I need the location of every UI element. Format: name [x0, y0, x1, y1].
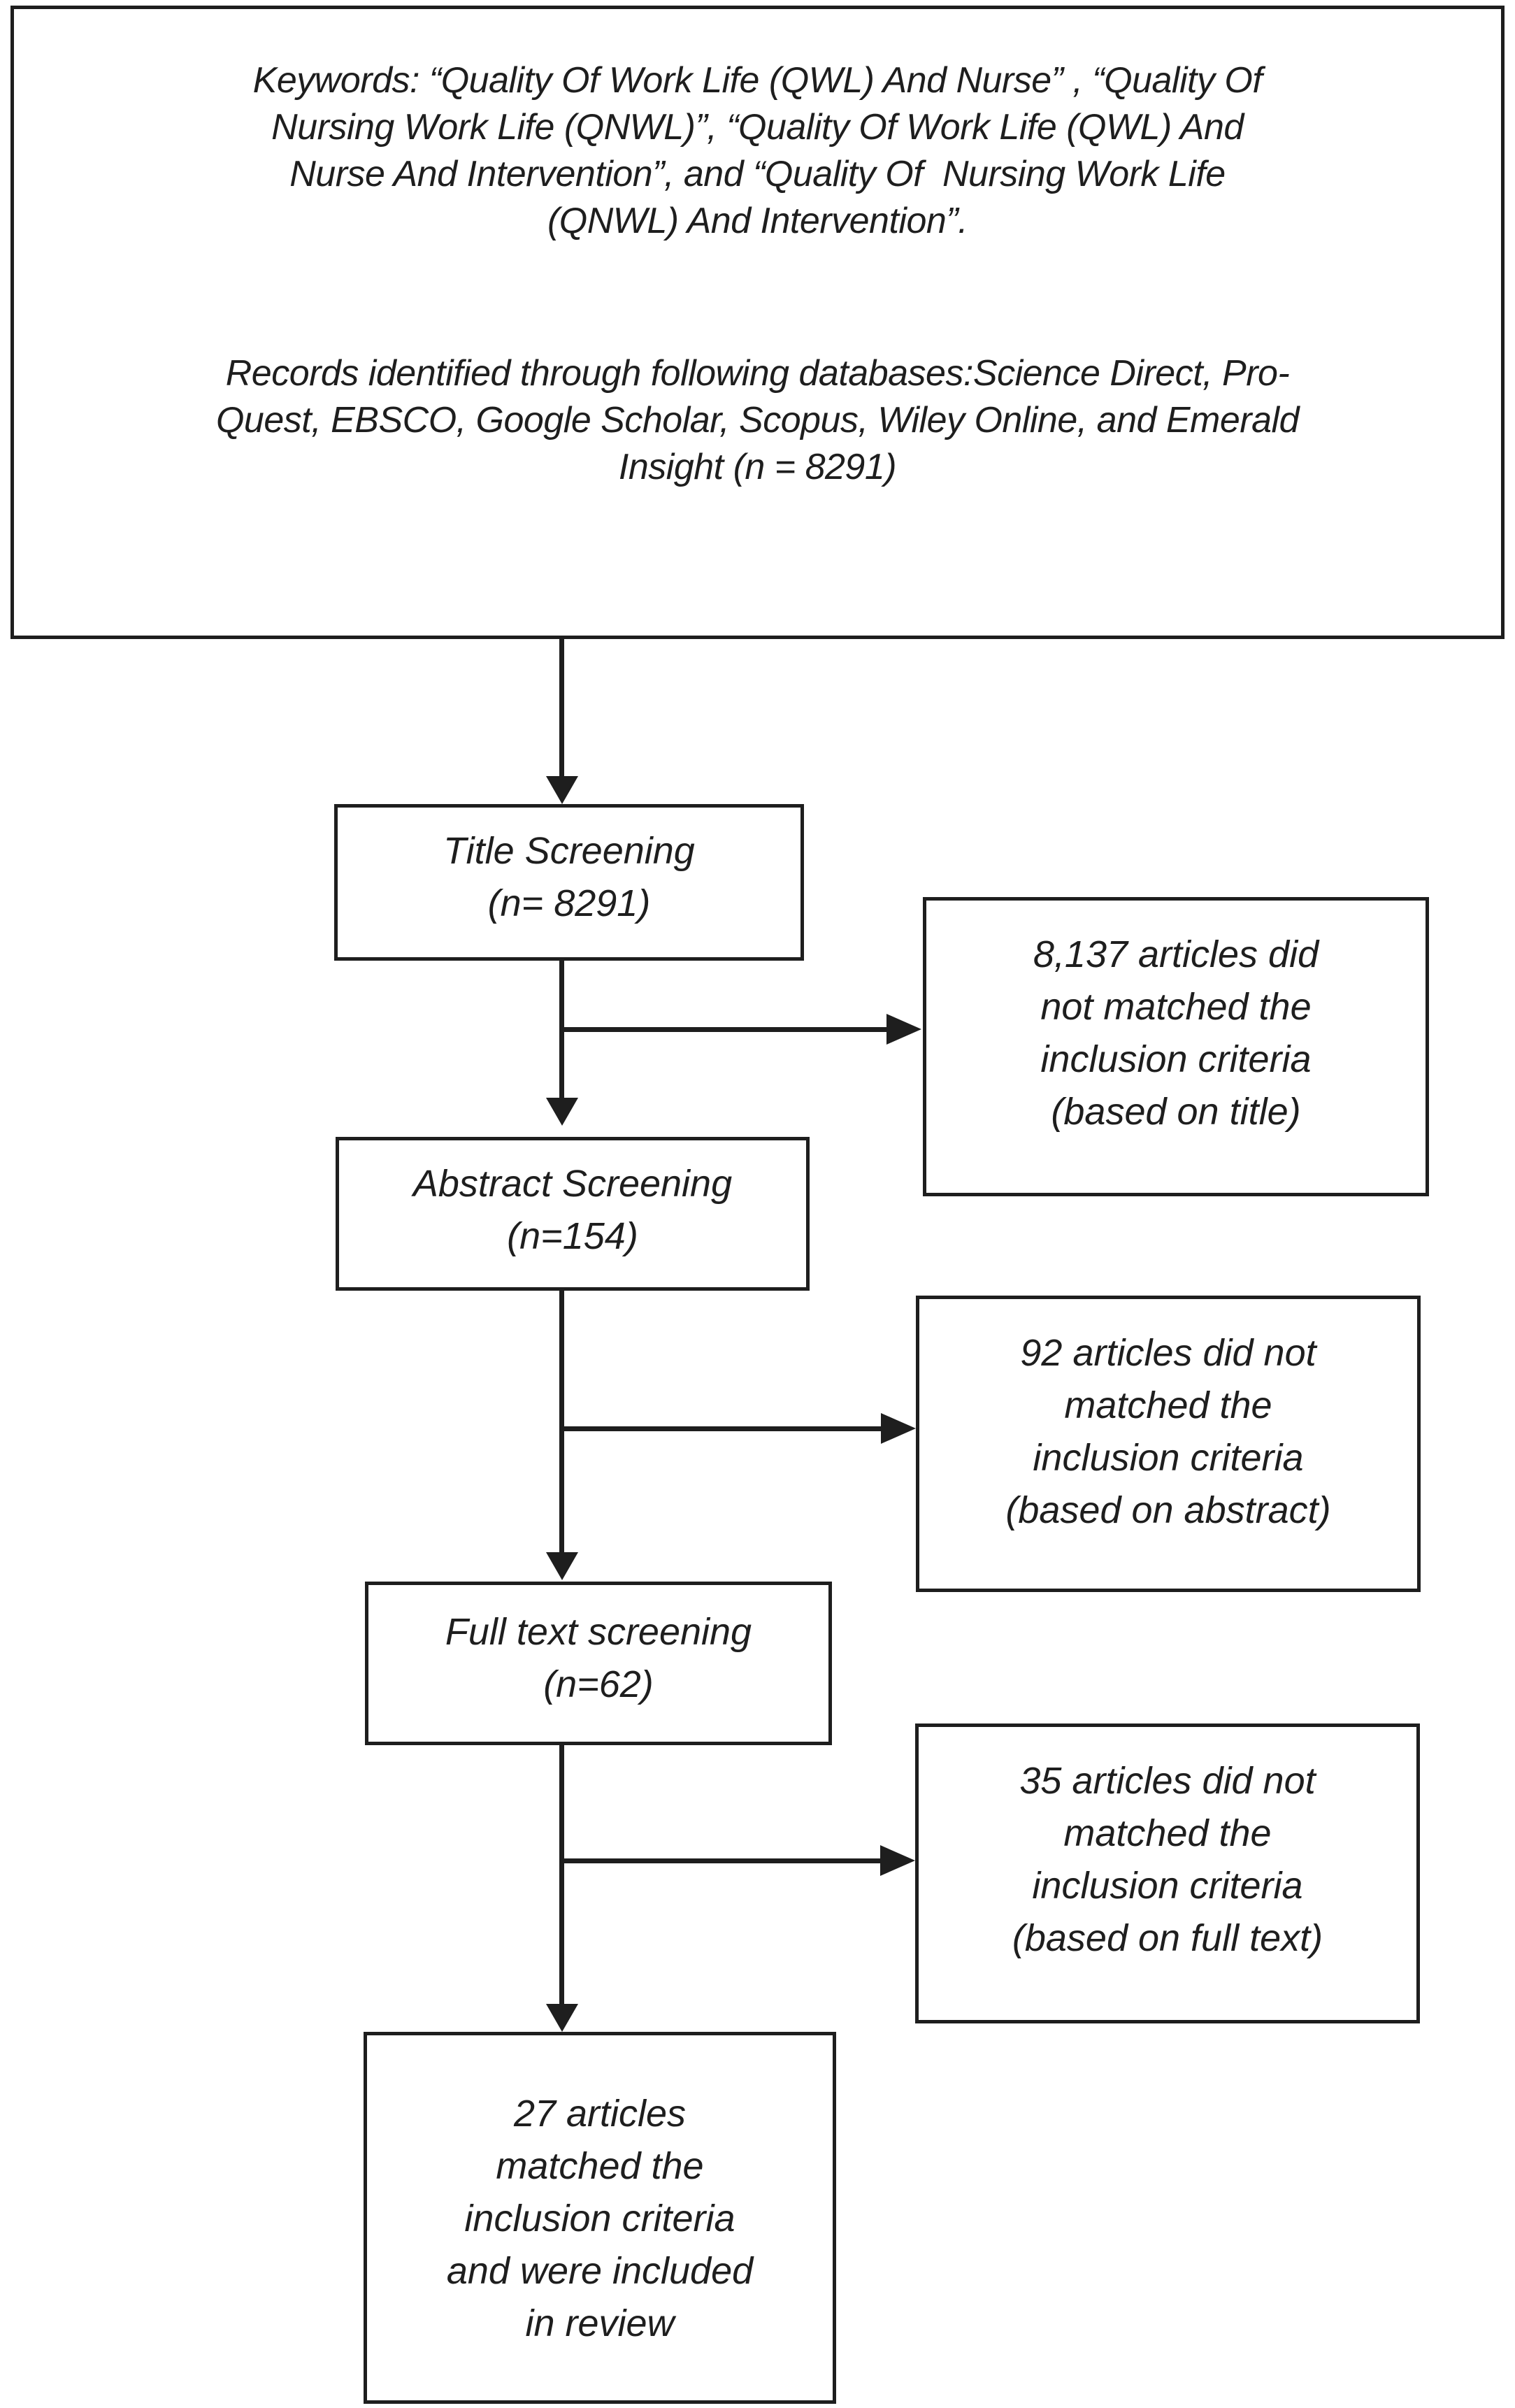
- title-excluded-label: 8,137 articles did not matched the inclu…: [1033, 933, 1319, 1133]
- arrowhead-right-fulltext-excluded-icon: [880, 1845, 915, 1876]
- connector-abstract-to-fulltext-stem: [559, 1289, 564, 1554]
- abstract-screening-box: Abstract Screening (n=154): [336, 1137, 810, 1291]
- full-text-screening-box: Full text screening (n=62): [365, 1582, 832, 1745]
- connector-fulltext-excluded-line: [564, 1858, 882, 1863]
- arrowhead-down-fulltext-icon: [546, 1552, 578, 1580]
- connector-abstract-excluded-line: [564, 1426, 882, 1431]
- abstract-excluded-box: 92 articles did not matched the inclusio…: [916, 1296, 1421, 1592]
- keywords-text: Keywords: “Quality Of Work Life (QWL) An…: [252, 60, 1263, 241]
- connector-top-to-title-stem: [559, 638, 564, 777]
- full-text-excluded-box: 35 articles did not matched the inclusio…: [915, 1723, 1420, 2023]
- connector-title-excluded-line: [564, 1027, 888, 1032]
- abstract-screening-label: Abstract Screening (n=154): [412, 1163, 733, 1257]
- title-screening-label: Title Screening (n= 8291): [443, 830, 695, 924]
- arrowhead-down-included-icon: [546, 2004, 578, 2032]
- full-text-screening-label: Full text screening (n=62): [445, 1611, 752, 1705]
- included-in-review-box: 27 articles matched the inclusion criter…: [364, 2032, 836, 2404]
- connector-title-to-abstract-stem: [559, 958, 564, 1099]
- records-identified-text: Records identified through following dat…: [215, 353, 1300, 487]
- title-excluded-box: 8,137 articles did not matched the inclu…: [923, 897, 1429, 1196]
- arrowhead-down-abstract-icon: [546, 1098, 578, 1126]
- arrowhead-right-abstract-excluded-icon: [881, 1413, 916, 1444]
- title-screening-box: Title Screening (n= 8291): [334, 804, 804, 961]
- arrowhead-right-title-excluded-icon: [886, 1014, 921, 1045]
- connector-fulltext-to-included-stem: [559, 1743, 564, 2005]
- full-text-excluded-label: 35 articles did not matched the inclusio…: [1012, 1760, 1323, 1959]
- identification-box: Keywords: “Quality Of Work Life (QWL) An…: [10, 6, 1505, 639]
- abstract-excluded-label: 92 articles did not matched the inclusio…: [1005, 1332, 1331, 1531]
- included-in-review-label: 27 articles matched the inclusion criter…: [446, 2093, 754, 2344]
- arrowhead-down-title-icon: [546, 776, 578, 804]
